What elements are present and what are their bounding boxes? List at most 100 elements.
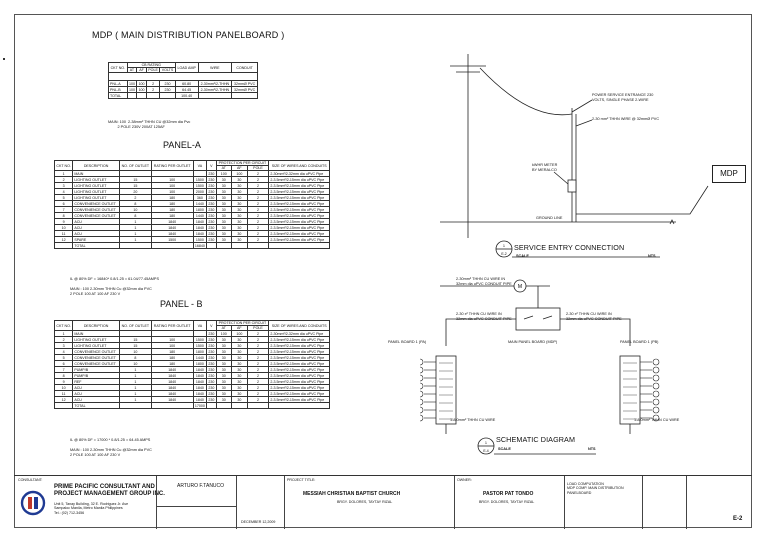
pa-header-va: VA [192,159,208,172]
date-cell: DECEMBER 12,2009 [236,476,284,529]
panel-b-cell [215,402,233,410]
schematic-ref-sheet: E-4 [483,449,488,453]
panel-a-cell: TOTAL [72,242,120,250]
pa-header-outlets: NO. OF OUTLET [118,159,152,172]
label-ground-left: 1-8.0mm² THHN CU WIRE [450,418,496,422]
page-speck [3,58,5,60]
engineer-divider [157,506,236,507]
firm-name: PRIME PACIFIC CONSULTANT AND PROJECT MAN… [54,484,165,497]
label-ground-line: GROUND LINE [536,216,563,220]
owner-address: BRGY. DOLORES, TAYTAY RIZAL [479,500,535,504]
schematic-caption: SCHEMATIC DIAGRAM [496,435,576,444]
leader-power [571,99,593,113]
panel-a-table: CKT NO. DESCRIPTION NO. OF OUTLET RATING… [53,159,330,250]
mdp-service-box: MDP [712,165,746,183]
consultant-label: CONSULTANT: [18,478,43,482]
panel-a-schematic-box [435,355,457,425]
label-mdp-schematic: MAIN PANEL BOARD (MDP) [508,340,558,344]
branch-circuits [420,358,660,422]
ground-break-mark [669,219,675,225]
pa-header-size: SIZE OF WIRES AND CONDUITS [268,159,330,172]
issue-date: DECEMBER 12,2009 [241,520,276,524]
pa-header-desc: DESCRIPTION [72,159,120,172]
schematic-ref-top: 1 [485,441,487,445]
panel-a-cell [246,242,270,250]
panel-a-cell [118,242,152,250]
label-right-feeder: 2-30 x² THHN CU WIRE IN 32mm dia uPVC CO… [566,312,622,321]
mdp-spacer-row [108,72,258,82]
pa-header-v: V [206,159,217,172]
panel-a-note: IL @ 80% DF = 16840* 0.8/1.25 = 61.04/77… [70,277,159,296]
mdp-breaker-right [542,315,553,320]
panel-b-cell [150,402,194,410]
leader-wire [575,119,593,127]
pb-header-v: V [206,319,217,332]
panel-a-branch-circle [420,358,424,366]
pa-header-rating: RATING PER OUTLET [150,159,194,172]
panel-b-branch-circle [652,366,660,374]
label-service-wire: 2-30 mm² THHN WIRE @ 32mmØ PVC [592,117,660,121]
title-block: CONSULTANT: PRIME PACIFIC CONSULTANT AND… [14,475,752,529]
mdp-cell: TOTAL [108,92,128,100]
mdp-header-cb: CB RATING [126,61,176,69]
panel-b-branch-circle [652,382,660,390]
mdp-cell [231,92,258,100]
mdp-cell [159,92,176,100]
panel-a-cell: 16840 [192,242,208,250]
panel-a-cell [231,242,248,250]
pb-header-ckt: CKT NO. [53,319,74,332]
sheet-number-cell: E-2 [686,476,752,529]
panel-b-cell [231,402,248,410]
engineer-name: ARTURO F.TANUCO [177,483,225,489]
pa-header-protection: PROTECTION PER CIRCUIT [215,159,270,167]
panel-b-cell [118,402,152,410]
panel-a-cell [215,242,233,250]
sheet-contents-cell: LOAD COMPUTATION MDP COMP. MAIN DISTRIBU… [564,476,642,529]
mdp-cell [197,92,233,100]
label-motor-feeder: 2-30mm² THHN CU WIRE IN 32mm dia uPVC CO… [456,277,512,286]
pb-header-pole: POLE [246,325,270,332]
kwhr-meter-box [567,179,577,193]
motor-label: M [518,284,522,290]
project-name: MESSIAH CHRISTIAN BAPTIST CHURCH [303,491,401,497]
revision-cell [642,476,686,529]
project-label: PROJECT TITLE: [287,478,316,482]
engineer-cell: ARTURO F.TANUCO [156,476,236,529]
mdp-cell [145,92,161,100]
owner-name: PASTOR PAT TONDO [483,491,534,497]
project-address: BRGY. DOLORES, TAYTAY RIZAL [337,500,393,504]
panel-a-branch-circle [420,406,424,414]
mdp-breaker-left [523,315,534,320]
schematic-scale-label: SCALE [498,447,511,451]
panel-a-cell [206,242,217,250]
panel-a-cell [150,242,194,250]
panel-a-row: TOTAL 16840 [53,242,330,250]
mdp-header-wire: WIRE [197,61,233,74]
service-entry-caption: SERVICE ENTRY CONNECTION [514,243,625,252]
panel-b-cell [206,402,217,410]
panel-b-cell [246,402,270,410]
mdp-schematic-box [515,307,561,331]
panel-b-schematic-box [619,355,641,425]
panel-b-cell: TOTAL [72,402,120,410]
firm-address: Unit 5, Tanay Building, 32 E. Rodriguez … [54,502,129,515]
leader-meter [553,171,569,185]
panel-a-branch-circle [420,382,424,390]
pa-header-pole: POLE [246,165,270,172]
pb-header-protection: PROTECTION PER CIRCUIT [215,319,270,327]
sheet-contents: LOAD COMPUTATION MDP COMP. MAIN DISTRIBU… [567,482,624,495]
mdp-title: MDP ( MAIN DISTRIBUTION PANELBOARD ) [92,30,285,40]
panel-b-cell [53,402,74,410]
panel-b-cell [268,402,330,410]
panel-a-title: PANEL-A [163,140,201,150]
panel-a-cell [53,242,74,250]
